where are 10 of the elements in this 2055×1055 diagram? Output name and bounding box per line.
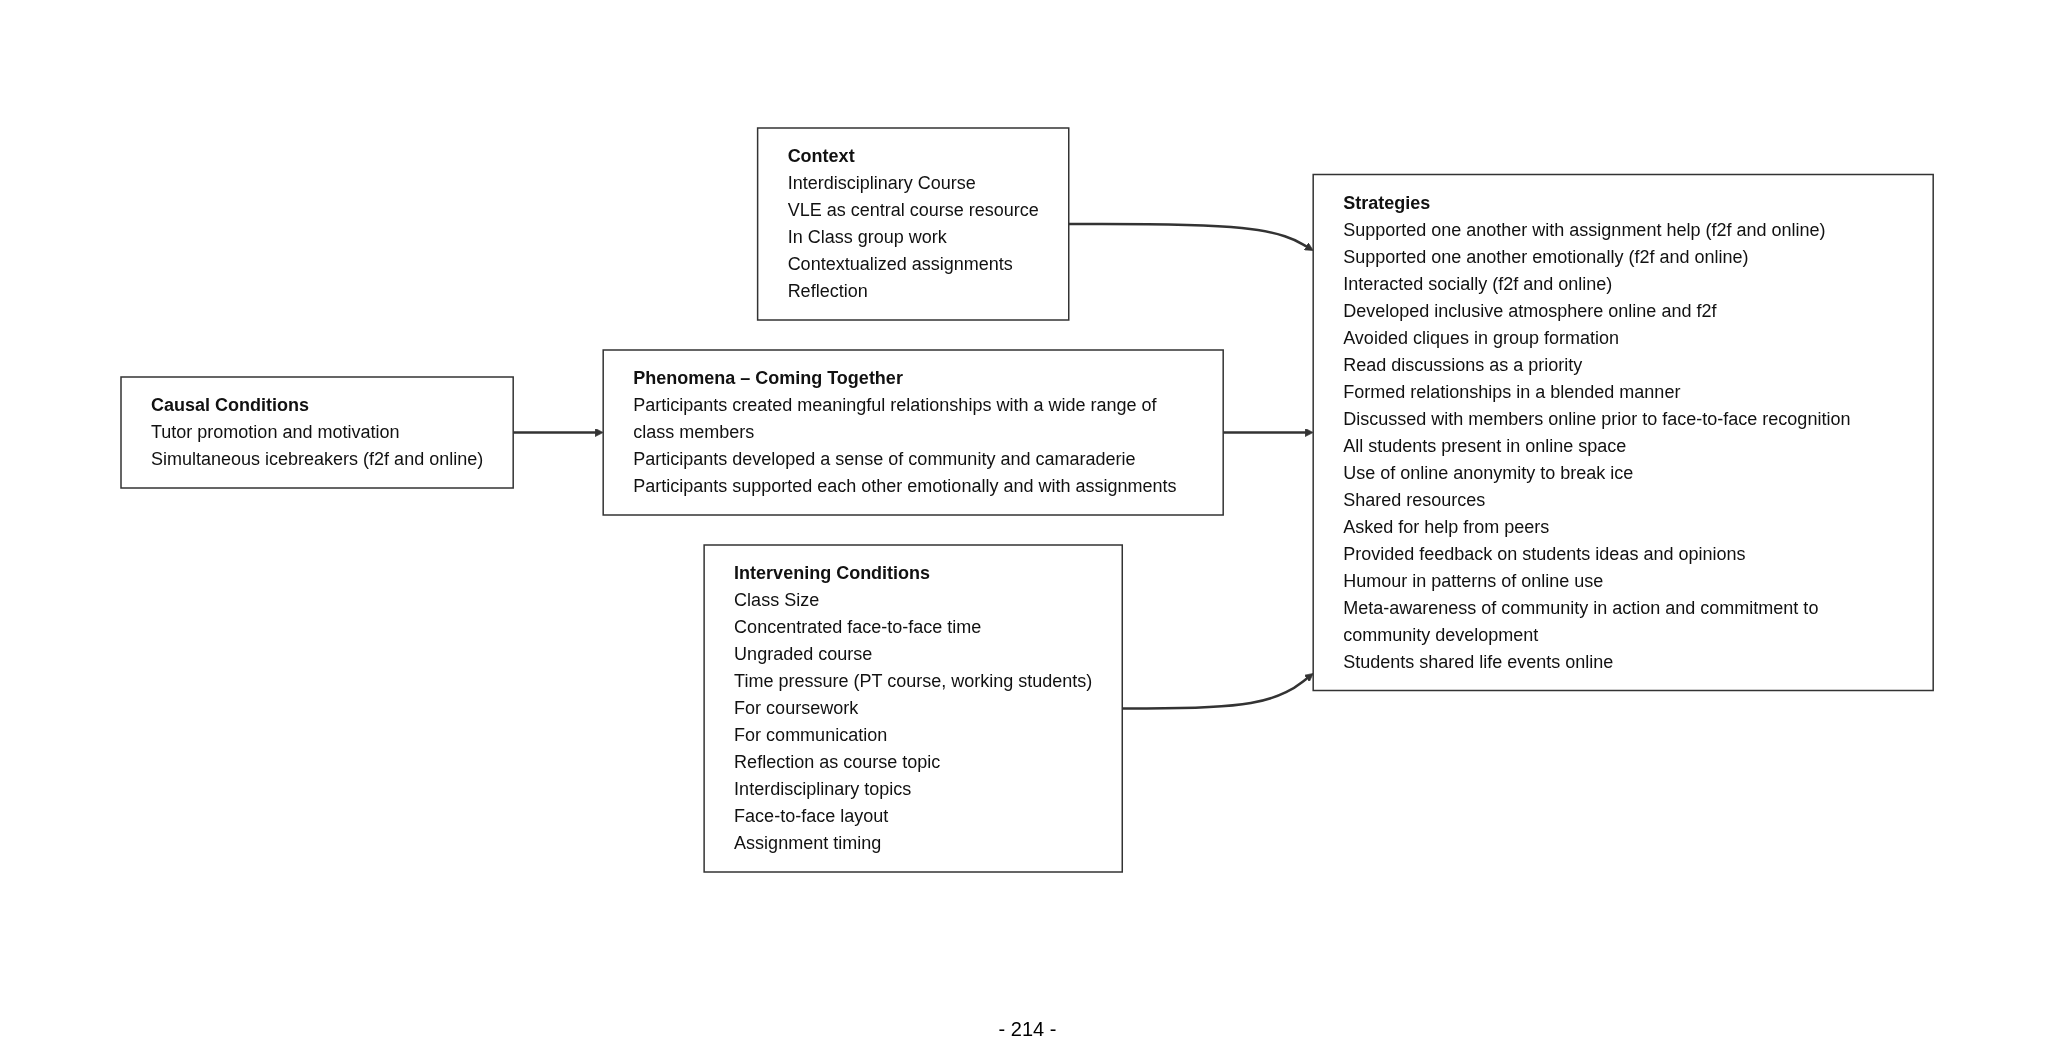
arrow <box>1069 222 1314 251</box>
arrow <box>1223 428 1314 437</box>
node-box: Causal Conditions Tutor promotion and motivation Simultaneous icebreakers (f2f and online) <box>120 376 515 489</box>
node-box: Context Interdisciplinary Course VLE as central course resource In Class group work Contextualized assignments Reflection <box>757 127 1070 321</box>
page-number: - 214 - <box>998 1018 1057 1040</box>
node-box: Strategies Supported one another with assignment help (f2f and online) Supported one another emotionally (f2f and online) Interacted socially (f2f and online) Developed inclusive atmosphere online and f2f Avoided cliques in group formation Read discussions as a priority Formed relationships in a blended manner Discussed with members online prior to face-to-face recognition All students present in online space Use of online anonymity to break ice Shared resources Asked for help from peers Provided feedback on students ideas and opinions Humour in patterns of online use Meta-awareness of community in action and commitment to community development Students shared life events online <box>1312 173 1935 692</box>
arrow <box>1122 673 1314 710</box>
node-box: Phenomena – Coming Together Participants created meaningful relationships with a wide range of class members Participants developed a sense of community and camaraderie Participants supported each other emotionally and with assignments <box>602 349 1225 516</box>
arrow <box>513 428 604 437</box>
node-box: Intervening Conditions Class Size Concentrated face-to-face time Ungraded course Time pressure (PT course, working students) For coursework For communication Reflection as course topic Interdisciplinary topics Face-to-face layout Assignment timing <box>703 544 1124 873</box>
